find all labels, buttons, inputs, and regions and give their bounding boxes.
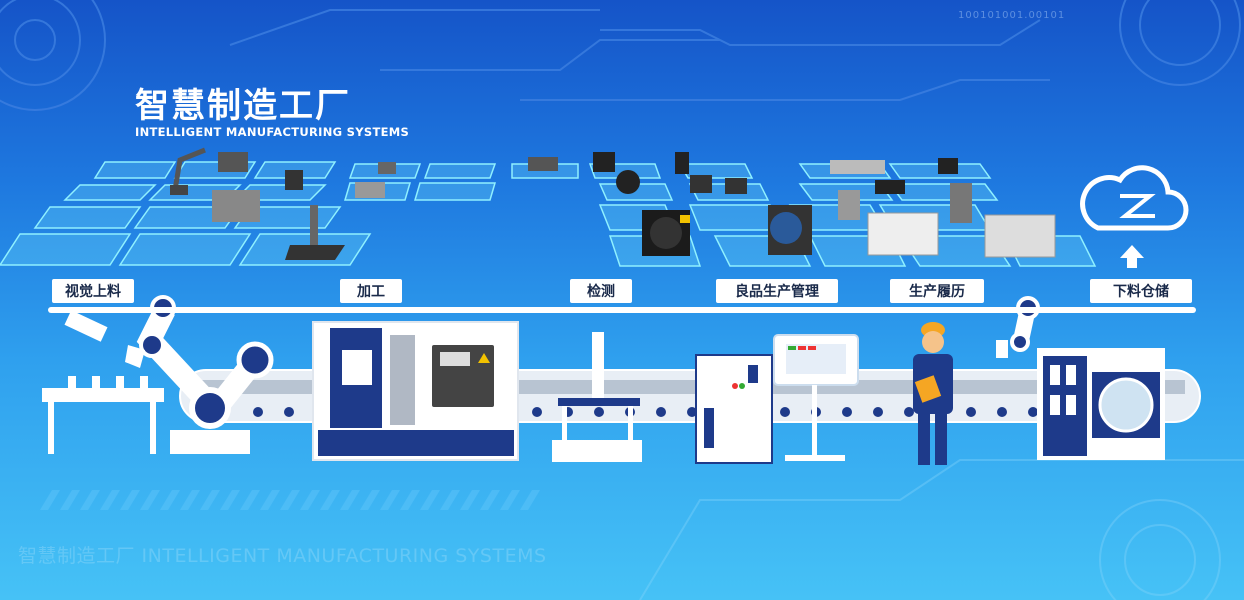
stage-visual-loading: 视觉上料 (52, 279, 134, 303)
inspection-station (552, 332, 642, 462)
stage-processing: 加工 (340, 279, 402, 303)
conveyor-roller (687, 407, 697, 417)
cnc-machine (312, 321, 519, 461)
device-icons (170, 147, 1056, 260)
conveyor-roller (532, 407, 542, 417)
management-monitor (773, 334, 859, 461)
arrow-up-icon (1120, 245, 1144, 268)
conveyor-roller (966, 407, 976, 417)
conveyor-roller (284, 407, 294, 417)
conveyor-roller (904, 407, 914, 417)
stage-inspection: 检测 (570, 279, 632, 303)
feeder-table (42, 310, 164, 454)
unloading-robot (996, 296, 1040, 358)
page-subtitle: INTELLIGENT MANUFACTURING SYSTEMS (135, 125, 410, 139)
conveyor-roller (873, 407, 883, 417)
stage-unloading-storage: 下料仓储 (1090, 279, 1192, 303)
control-cabinet (695, 354, 773, 464)
conveyor-roller (1028, 407, 1038, 417)
conveyor-roller (594, 407, 604, 417)
stage-quality-management: 良品生产管理 (716, 279, 838, 303)
binary-decoration: 100101001.00101 (958, 10, 1066, 21)
worker-figure (913, 322, 953, 465)
cloud-storage-icon (1080, 165, 1189, 231)
conveyor-roller (997, 407, 1007, 417)
conveyor-roller (842, 407, 852, 417)
conveyor-roller (253, 407, 263, 417)
conveyor-roller (780, 407, 790, 417)
process-line (48, 307, 1196, 313)
storage-machine (1037, 348, 1165, 460)
watermark-text: 智慧制造工厂 INTELLIGENT MANUFACTURING SYSTEMS (18, 545, 547, 567)
stage-production-history: 生产履历 (890, 279, 984, 303)
page-title: 智慧制造工厂 (135, 86, 351, 126)
conveyor-roller (656, 407, 666, 417)
